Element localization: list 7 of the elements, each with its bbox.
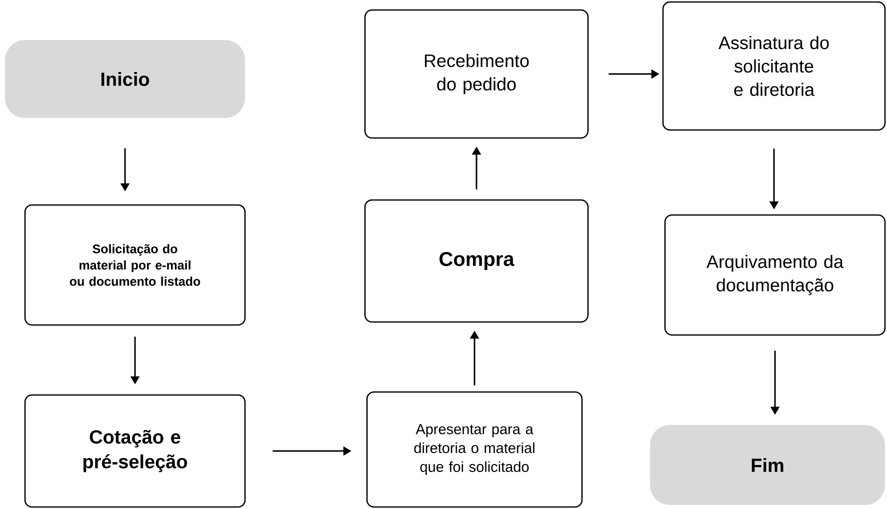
process-box: Recebimento do pedido: [364, 9, 589, 139]
process-box: Arquivamento da documentação: [664, 214, 886, 336]
process-box: Assinatura do solicitante e diretoria: [662, 1, 886, 131]
process-box: Cotação e pré-seleção: [24, 394, 246, 508]
process-box: Solicitação do material por e-mail ou documento listado: [24, 204, 246, 326]
process-box: Compra: [364, 199, 589, 323]
process-box: Apresentar para a diretoria o material que foi solicitado: [366, 391, 583, 508]
